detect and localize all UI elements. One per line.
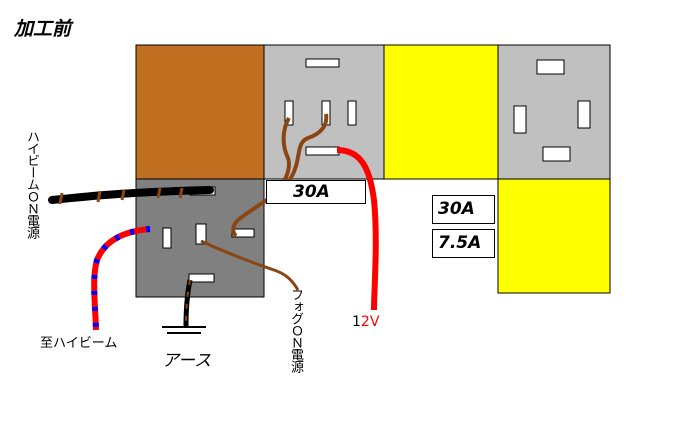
to-high-beam-label: 至ハイビーム (40, 336, 118, 351)
twelve-volt-prefix: 1 (352, 314, 361, 330)
fog-on-power-label: フォグＯＮ電源 (288, 288, 303, 372)
page-title: 加工前 (14, 18, 72, 40)
earth-label: アース (162, 351, 212, 371)
yellow-block-bottom (497, 178, 611, 294)
twelve-volt-label: 12V (352, 314, 379, 330)
wire-red-12v (336, 147, 379, 311)
relay-top-left-terminals (284, 58, 357, 156)
wire-black-harness (48, 186, 214, 204)
brown-block (135, 44, 265, 180)
wire-blue-stripe (91, 226, 151, 331)
high-beam-on-power-label: ハイビームＯＮ電源 (24, 130, 39, 238)
wire-brown-fog (200, 239, 300, 291)
yellow-block-top (383, 44, 499, 180)
fuse-panel-30a: 30A (432, 195, 495, 224)
harness-brown-marks (58, 187, 184, 205)
relay-top-right-terminals (513, 59, 591, 162)
fuse-relay-30a: 30A (266, 180, 366, 204)
twelve-volt-suffix: 2V (360, 314, 380, 330)
earth-overlay (185, 279, 191, 327)
earth-symbol (162, 326, 206, 334)
fuse-panel-7-5a: 7.5A (432, 229, 495, 258)
